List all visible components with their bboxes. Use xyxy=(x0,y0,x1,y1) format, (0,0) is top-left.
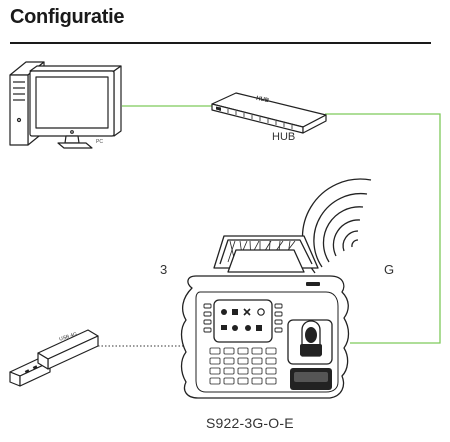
fingerprint-terminal-icon xyxy=(180,235,350,399)
connection-label-left: 3 xyxy=(160,262,168,277)
pc-icon xyxy=(9,61,122,149)
network-connection-lines xyxy=(122,105,441,344)
hub-terminal-line xyxy=(325,113,441,344)
pc-label: PC xyxy=(96,139,103,145)
hub-label: HUB xyxy=(272,131,296,143)
connection-label-right: G xyxy=(384,262,395,277)
hub-icon xyxy=(211,92,327,134)
title-rule xyxy=(10,42,431,44)
terminal-model-label: S922-3G-O-E xyxy=(206,415,294,431)
usb-stick-icon xyxy=(9,329,99,387)
page-title: Configuratie xyxy=(10,6,125,28)
